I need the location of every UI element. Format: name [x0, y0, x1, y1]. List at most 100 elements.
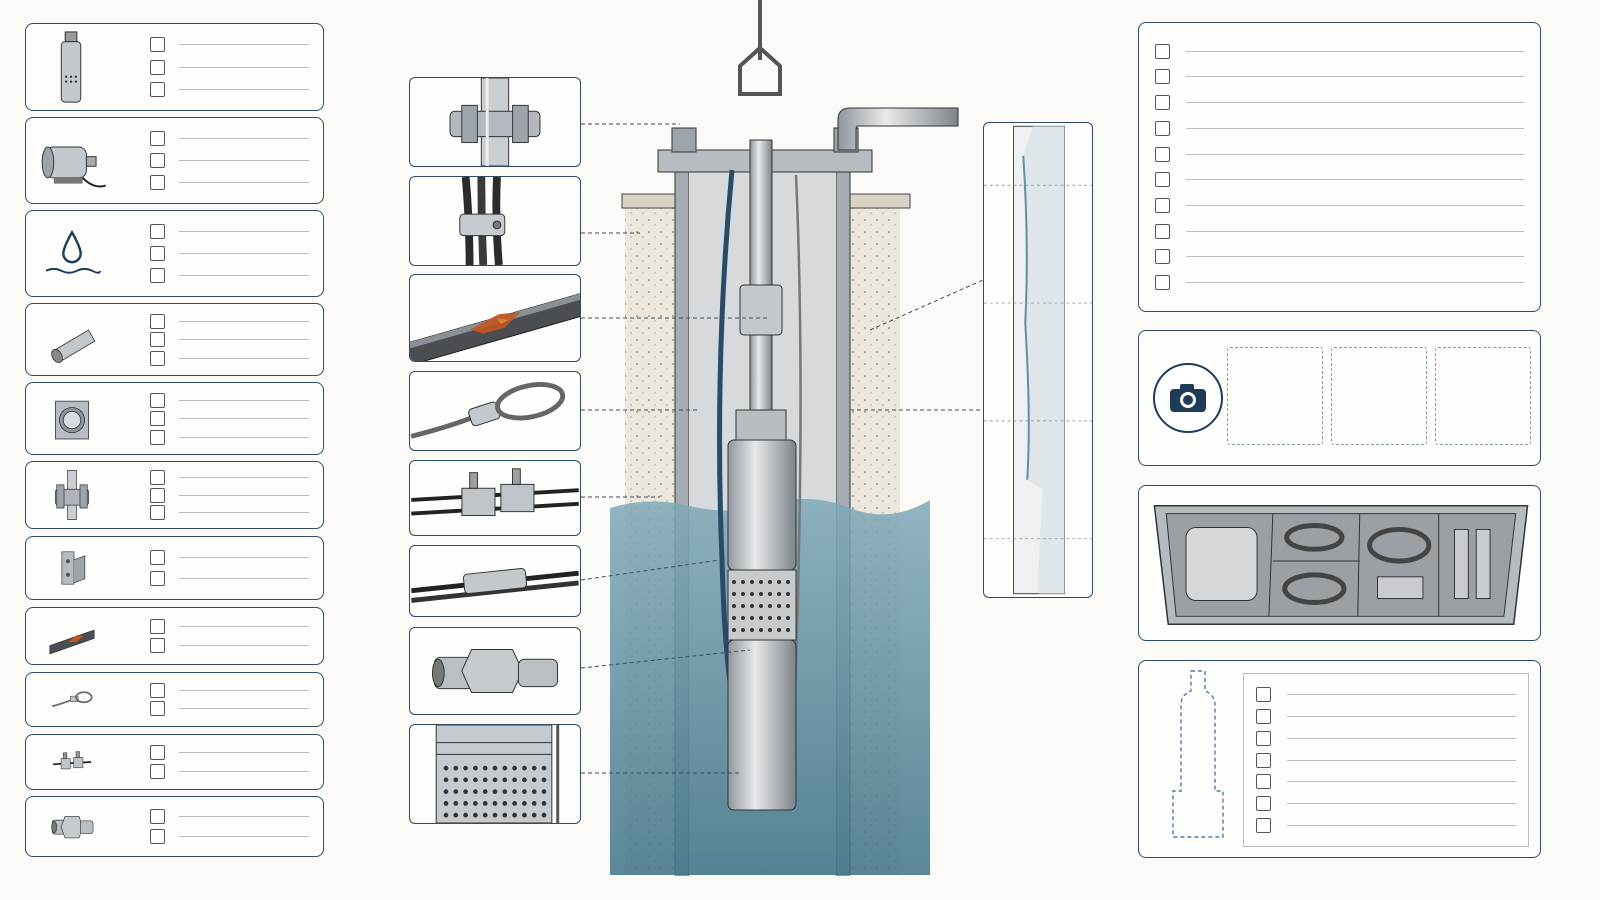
- camera-button[interactable]: [1153, 363, 1223, 433]
- checkbox[interactable]: [1256, 686, 1271, 702]
- note-line[interactable]: [179, 231, 309, 232]
- checkbox[interactable]: [1155, 95, 1170, 111]
- note-line[interactable]: [179, 578, 309, 580]
- checkbox[interactable]: [150, 59, 165, 75]
- checkbox[interactable]: [1256, 774, 1271, 790]
- note-line[interactable]: [179, 645, 309, 647]
- checkbox[interactable]: [1155, 275, 1170, 291]
- note-line[interactable]: [179, 477, 309, 479]
- note-line[interactable]: [1186, 230, 1524, 232]
- note-line[interactable]: [179, 689, 309, 691]
- note-line[interactable]: [1287, 737, 1516, 739]
- note-line[interactable]: [179, 253, 309, 254]
- checkbox[interactable]: [150, 487, 165, 503]
- cable-tie-detail-panel: [409, 176, 581, 266]
- note-line[interactable]: [179, 771, 309, 772]
- note-line[interactable]: [1186, 282, 1524, 284]
- note-line[interactable]: [1186, 179, 1524, 181]
- safety-rope: [792, 174, 802, 721]
- checkbox[interactable]: [150, 37, 165, 53]
- checkbox[interactable]: [1155, 120, 1170, 136]
- photo-slot-2[interactable]: [1331, 347, 1427, 445]
- checkbox[interactable]: [150, 571, 165, 587]
- checkbox[interactable]: [150, 618, 165, 634]
- note-line[interactable]: [1287, 693, 1516, 695]
- checkbox[interactable]: [150, 313, 165, 329]
- checkbox[interactable]: [150, 332, 165, 347]
- note-line[interactable]: [179, 625, 309, 627]
- checkbox[interactable]: [150, 470, 165, 486]
- note-line[interactable]: [179, 88, 309, 90]
- photo-slot-1[interactable]: [1227, 347, 1323, 445]
- checkbox[interactable]: [1155, 146, 1170, 162]
- checklist-row: [1155, 95, 1524, 111]
- checkbox[interactable]: [1155, 172, 1170, 188]
- note-line[interactable]: [179, 44, 309, 46]
- checkbox[interactable]: [150, 350, 165, 366]
- note-line[interactable]: [179, 339, 309, 340]
- note-line[interactable]: [1186, 50, 1524, 52]
- checkbox[interactable]: [150, 131, 165, 146]
- checkbox[interactable]: [1155, 223, 1170, 239]
- checkbox[interactable]: [150, 175, 165, 190]
- checkbox[interactable]: [1256, 796, 1271, 812]
- checklist-row: [1256, 818, 1516, 834]
- photo-slot-3[interactable]: [1435, 347, 1531, 445]
- note-line[interactable]: [1186, 153, 1524, 155]
- note-line[interactable]: [179, 138, 309, 139]
- checkbox[interactable]: [1155, 69, 1170, 85]
- checkbox[interactable]: [150, 829, 165, 845]
- note-line[interactable]: [179, 418, 309, 419]
- checkbox[interactable]: [150, 411, 165, 426]
- note-line[interactable]: [179, 708, 309, 710]
- checkbox[interactable]: [1256, 730, 1271, 746]
- checkbox[interactable]: [1256, 708, 1271, 724]
- checkbox[interactable]: [150, 682, 165, 698]
- note-line[interactable]: [179, 494, 309, 496]
- checkbox[interactable]: [150, 268, 165, 283]
- note-line[interactable]: [179, 182, 309, 183]
- checkbox[interactable]: [150, 764, 165, 779]
- checkbox[interactable]: [1155, 249, 1170, 265]
- checkbox[interactable]: [1256, 818, 1271, 834]
- checkbox[interactable]: [1155, 43, 1170, 59]
- note-line[interactable]: [179, 556, 309, 558]
- note-line[interactable]: [179, 357, 309, 359]
- note-line[interactable]: [1287, 825, 1516, 827]
- note-line[interactable]: [179, 66, 309, 68]
- checkbox[interactable]: [150, 392, 165, 408]
- checkbox[interactable]: [150, 745, 165, 760]
- note-line[interactable]: [1186, 102, 1524, 104]
- notes-checklist-card: [1138, 22, 1541, 312]
- note-line[interactable]: [179, 836, 309, 838]
- checkbox[interactable]: [150, 246, 165, 261]
- checkbox[interactable]: [150, 549, 165, 565]
- note-line[interactable]: [179, 320, 309, 322]
- note-line[interactable]: [1186, 256, 1524, 258]
- note-line[interactable]: [1287, 715, 1516, 717]
- checkbox[interactable]: [150, 429, 165, 445]
- note-line[interactable]: [179, 511, 309, 513]
- checkbox[interactable]: [150, 224, 165, 239]
- checkbox[interactable]: [1256, 752, 1271, 768]
- note-line[interactable]: [179, 399, 309, 401]
- note-line[interactable]: [179, 752, 309, 753]
- note-line[interactable]: [1287, 781, 1516, 783]
- note-line[interactable]: [1287, 803, 1516, 805]
- checkbox[interactable]: [150, 153, 165, 168]
- checkbox[interactable]: [150, 504, 165, 520]
- note-line[interactable]: [179, 275, 309, 276]
- note-line[interactable]: [1186, 205, 1524, 207]
- checkbox[interactable]: [150, 701, 165, 717]
- note-line[interactable]: [1186, 76, 1524, 78]
- checkbox[interactable]: [150, 638, 165, 654]
- note-line[interactable]: [1287, 759, 1516, 761]
- note-line[interactable]: [179, 436, 309, 438]
- checkbox[interactable]: [150, 808, 165, 824]
- checklist-card-9: [25, 672, 324, 727]
- note-line[interactable]: [1186, 127, 1524, 129]
- note-line[interactable]: [179, 815, 309, 817]
- note-line[interactable]: [179, 160, 309, 161]
- checkbox[interactable]: [150, 81, 165, 97]
- checkbox[interactable]: [1155, 198, 1170, 214]
